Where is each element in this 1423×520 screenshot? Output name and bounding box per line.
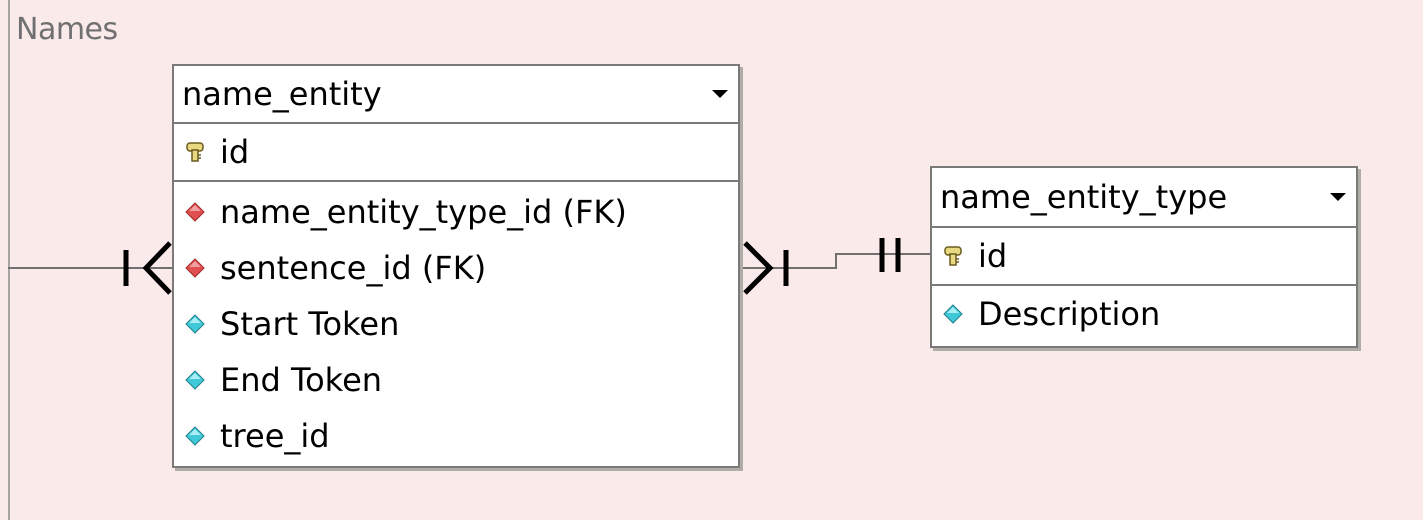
cyan-diamond-icon bbox=[185, 370, 205, 390]
relationship-entity-type bbox=[738, 238, 930, 295]
chevron-down-icon[interactable] bbox=[1330, 193, 1346, 201]
column-row[interactable]: Start Token bbox=[174, 296, 738, 352]
cyan-diamond-icon bbox=[185, 426, 205, 446]
column-name: id bbox=[978, 237, 1008, 275]
column-row[interactable]: Description bbox=[932, 286, 1356, 342]
column-row[interactable]: End Token bbox=[174, 352, 738, 408]
column-name: Start Token bbox=[220, 305, 400, 343]
column-name: sentence_id (FK) bbox=[220, 249, 487, 287]
entity-title: name_entity_type bbox=[940, 178, 1228, 216]
column-row[interactable]: id bbox=[932, 228, 1356, 284]
column-row[interactable]: name_entity_type_id (FK) bbox=[174, 184, 738, 240]
key-icon bbox=[186, 142, 204, 162]
column-name: id bbox=[220, 133, 250, 171]
key-icon bbox=[944, 246, 962, 266]
attribute-section: Description bbox=[932, 286, 1356, 342]
relationship-lines bbox=[8, 238, 930, 295]
entity-header[interactable]: name_entity bbox=[174, 66, 738, 124]
column-name: name_entity_type_id (FK) bbox=[220, 193, 627, 231]
column-row[interactable]: id bbox=[174, 124, 738, 180]
red-diamond-icon bbox=[185, 202, 205, 222]
subject-area-label: Names bbox=[16, 12, 118, 47]
cyan-diamond-icon bbox=[943, 304, 963, 324]
relationship-left bbox=[8, 241, 172, 295]
primary-key-section: id bbox=[174, 124, 738, 182]
column-name: tree_id bbox=[220, 417, 330, 455]
cyan-diamond-icon bbox=[185, 314, 205, 334]
entity-name-entity[interactable]: name_entity id name_entity_type_id (FK) bbox=[172, 64, 740, 468]
entity-name-entity-type[interactable]: name_entity_type id Description bbox=[930, 166, 1358, 348]
entity-title: name_entity bbox=[182, 75, 382, 113]
column-name: End Token bbox=[220, 361, 383, 399]
column-row[interactable]: sentence_id (FK) bbox=[174, 240, 738, 296]
entity-header[interactable]: name_entity_type bbox=[932, 168, 1356, 228]
subject-area-frame bbox=[8, 0, 1423, 520]
column-name: Description bbox=[978, 295, 1161, 333]
red-diamond-icon bbox=[185, 258, 205, 278]
column-row[interactable]: tree_id bbox=[174, 408, 738, 464]
attribute-section: name_entity_type_id (FK) sentence_id (FK… bbox=[174, 182, 738, 464]
chevron-down-icon[interactable] bbox=[712, 90, 728, 98]
primary-key-section: id bbox=[932, 228, 1356, 286]
